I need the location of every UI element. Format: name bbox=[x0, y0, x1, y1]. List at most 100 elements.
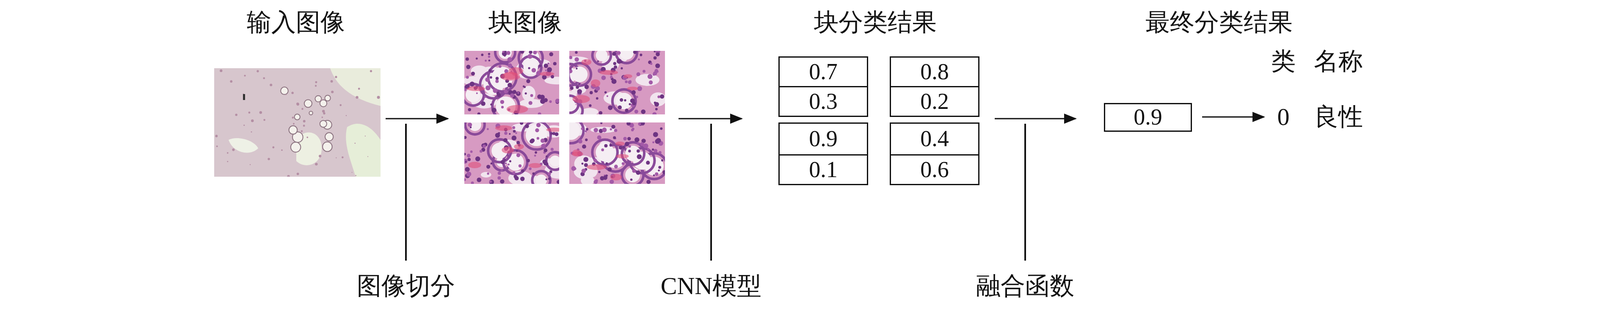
texture bbox=[537, 94, 542, 100]
texture bbox=[262, 77, 265, 80]
texture bbox=[322, 109, 325, 113]
section-heading: 输入图像 bbox=[246, 8, 345, 37]
texture bbox=[291, 116, 294, 119]
texture bbox=[613, 61, 617, 65]
texture bbox=[569, 68, 573, 73]
texture bbox=[294, 113, 301, 120]
score-box: 0.1 bbox=[778, 154, 869, 185]
texture bbox=[623, 74, 633, 78]
texture bbox=[290, 142, 301, 152]
texture bbox=[529, 138, 534, 144]
texture bbox=[497, 132, 500, 135]
texture bbox=[592, 139, 618, 166]
section-heading: 最终分类结果 bbox=[1145, 8, 1293, 37]
texture bbox=[538, 64, 542, 67]
texture bbox=[464, 135, 467, 139]
texture bbox=[598, 110, 603, 115]
texture bbox=[556, 179, 560, 184]
texture bbox=[471, 181, 475, 184]
texture bbox=[229, 80, 233, 83]
texture bbox=[291, 91, 294, 94]
texture bbox=[477, 112, 481, 115]
texture bbox=[320, 99, 327, 107]
texture bbox=[488, 68, 492, 72]
class-id: 0 bbox=[1277, 102, 1290, 132]
texture bbox=[377, 95, 381, 99]
texture bbox=[571, 66, 588, 83]
texture bbox=[609, 75, 613, 79]
texture bbox=[520, 176, 525, 181]
patch-image bbox=[464, 50, 560, 115]
leader-line bbox=[1024, 123, 1027, 261]
texture bbox=[508, 132, 511, 135]
flow-arrow bbox=[678, 118, 742, 120]
texture bbox=[620, 67, 623, 70]
score-value: 0.4 bbox=[920, 126, 949, 152]
texture bbox=[516, 153, 521, 158]
texture bbox=[339, 104, 342, 107]
texture bbox=[543, 148, 548, 152]
texture bbox=[488, 59, 491, 62]
texture bbox=[573, 167, 577, 170]
texture bbox=[661, 159, 664, 162]
texture bbox=[544, 162, 549, 166]
texture bbox=[536, 122, 541, 127]
texture bbox=[607, 167, 612, 172]
flow-arrow bbox=[994, 118, 1076, 120]
texture bbox=[599, 69, 618, 75]
texture bbox=[548, 100, 552, 103]
texture bbox=[464, 152, 467, 156]
texture bbox=[341, 156, 344, 159]
texture bbox=[234, 113, 238, 116]
texture bbox=[486, 127, 489, 130]
texture bbox=[637, 142, 640, 145]
texture bbox=[607, 104, 613, 110]
input-image bbox=[214, 68, 381, 177]
texture bbox=[325, 132, 334, 141]
texture bbox=[637, 58, 640, 61]
texture bbox=[515, 132, 517, 134]
texture bbox=[324, 95, 331, 101]
texture bbox=[467, 122, 472, 127]
texture bbox=[606, 95, 609, 97]
texture bbox=[581, 168, 587, 174]
texture bbox=[592, 50, 612, 65]
texture bbox=[281, 148, 283, 151]
texture bbox=[532, 50, 537, 55]
score-value: 0.8 bbox=[920, 59, 949, 85]
texture bbox=[285, 93, 287, 96]
texture bbox=[525, 124, 530, 128]
texture bbox=[595, 143, 615, 162]
texture bbox=[646, 179, 651, 184]
texture bbox=[572, 149, 581, 156]
section-heading: 块图像 bbox=[488, 8, 563, 37]
texture bbox=[497, 176, 501, 180]
texture bbox=[466, 171, 472, 177]
texture bbox=[296, 172, 300, 175]
texture bbox=[569, 122, 581, 140]
texture bbox=[548, 52, 554, 57]
texture bbox=[517, 91, 520, 94]
score-value: 0.9 bbox=[808, 126, 838, 152]
class-name: 良性 bbox=[1313, 102, 1363, 132]
texture bbox=[628, 102, 631, 105]
texture bbox=[630, 98, 635, 103]
texture bbox=[657, 95, 661, 99]
texture bbox=[480, 53, 484, 57]
texture bbox=[637, 122, 641, 126]
texture bbox=[628, 80, 632, 83]
texture bbox=[614, 164, 618, 169]
texture bbox=[555, 98, 560, 103]
texture bbox=[534, 154, 537, 157]
texture bbox=[601, 75, 607, 80]
texture bbox=[575, 67, 578, 69]
texture bbox=[522, 122, 551, 150]
texture bbox=[584, 138, 588, 141]
texture bbox=[610, 173, 623, 181]
texture bbox=[642, 69, 646, 73]
texture bbox=[609, 179, 614, 184]
texture bbox=[304, 99, 312, 108]
texture bbox=[621, 162, 625, 166]
texture bbox=[578, 82, 580, 85]
texture bbox=[521, 168, 525, 173]
